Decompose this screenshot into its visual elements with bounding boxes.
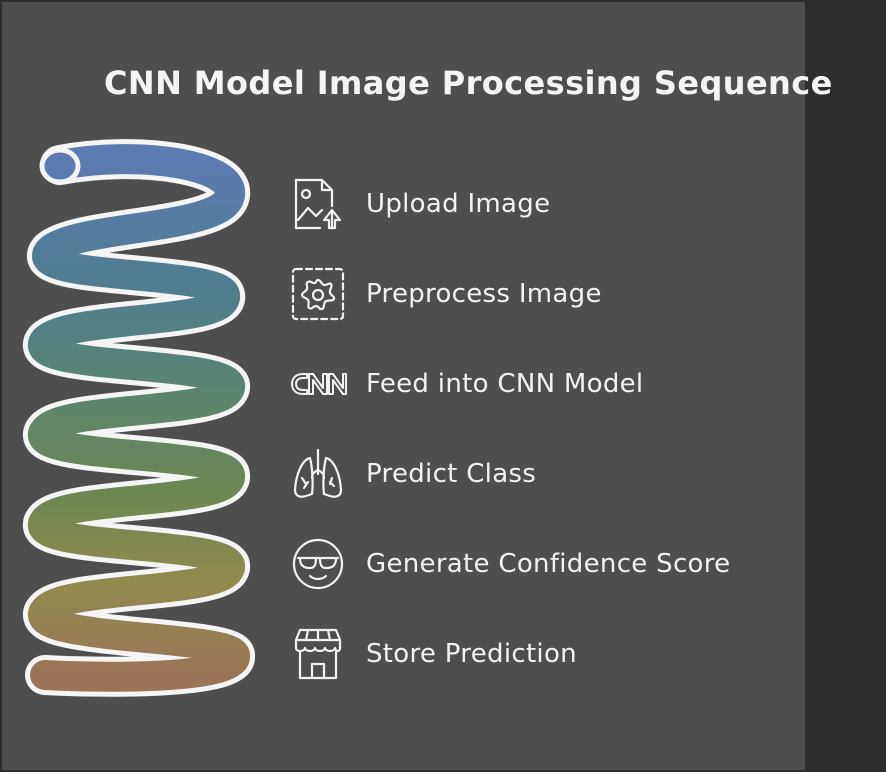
- spiral-coil-graphic: [22, 139, 255, 697]
- upload-image-icon: [288, 174, 348, 234]
- step-label: Predict Class: [366, 459, 537, 489]
- step-label: Preprocess Image: [366, 279, 602, 309]
- step-upload-image: Upload Image: [288, 174, 788, 234]
- step-generate-confidence-score: Generate Confidence Score: [288, 534, 788, 594]
- step-label: Generate Confidence Score: [366, 549, 731, 579]
- step-preprocess-image: Preprocess Image: [288, 264, 788, 324]
- storefront-icon: [288, 624, 348, 684]
- cnn-logo-icon: [288, 354, 348, 414]
- step-store-prediction: Store Prediction: [288, 624, 788, 684]
- step-label: Store Prediction: [366, 639, 577, 669]
- lungs-icon: [288, 444, 348, 504]
- step-label: Feed into CNN Model: [366, 369, 644, 399]
- step-label: Upload Image: [366, 189, 551, 219]
- sunglasses-face-icon: [288, 534, 348, 594]
- step-feed-into-cnn-model: Feed into CNN Model: [288, 354, 788, 414]
- diagram-title: CNN Model Image Processing Sequence: [104, 64, 833, 102]
- step-predict-class: Predict Class: [288, 444, 788, 504]
- preprocess-gear-icon: [288, 264, 348, 324]
